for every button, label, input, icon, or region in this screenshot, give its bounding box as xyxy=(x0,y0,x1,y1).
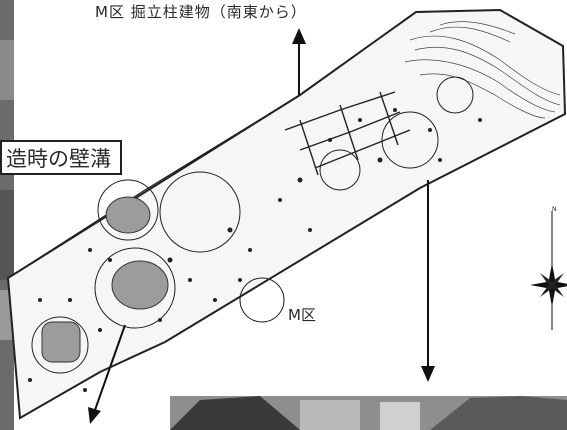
excavation-area xyxy=(6,8,567,420)
left-photo-strip xyxy=(0,0,14,430)
map-title: M区 掘立柱建物（南東から） xyxy=(95,3,307,21)
compass-rose-icon xyxy=(530,211,567,330)
north-label: N xyxy=(552,206,557,213)
bottom-photo xyxy=(170,396,567,430)
callout-label: 造時の壁溝 xyxy=(0,140,122,175)
arrow-down-left-icon xyxy=(88,324,126,424)
arrow-down-icon xyxy=(421,180,435,382)
arrow-up-icon xyxy=(292,28,306,95)
area-label: M区 xyxy=(288,306,316,324)
